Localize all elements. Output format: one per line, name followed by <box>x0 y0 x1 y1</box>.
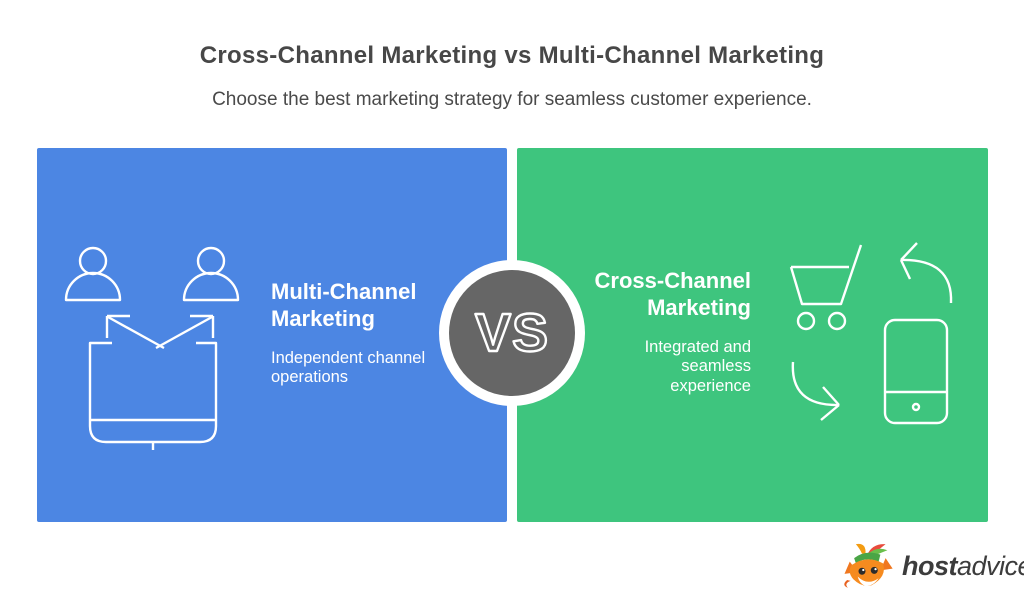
user-icon <box>182 246 240 302</box>
panel-multi-channel: Multi-Channel Marketing Independent chan… <box>37 148 507 522</box>
monitor-icon <box>88 341 218 450</box>
multi-channel-description: Independent channel operations <box>271 348 426 387</box>
sync-arrow-down-icon <box>791 361 840 421</box>
panel-cross-channel: Cross-Channel Marketing Integrated and s… <box>517 148 988 522</box>
cart-sync-phone-icon <box>789 242 953 425</box>
smartphone-icon <box>883 318 949 425</box>
page-subtitle: Choose the best marketing strategy for s… <box>212 89 812 110</box>
fox-mascot-icon <box>844 543 893 588</box>
hostadvice-logo: hostadvice. <box>841 541 1024 591</box>
user-icon <box>64 246 122 302</box>
vs-badge: VS <box>439 260 585 406</box>
vs-circle: VS <box>449 270 575 396</box>
users-broadcast-monitor-icon <box>64 246 240 450</box>
cross-channel-description: Integrated and seamless experience <box>644 337 751 396</box>
vs-text-outline: VS <box>474 302 549 364</box>
vs-label: VS <box>475 303 549 363</box>
brand-advice: advice. <box>957 550 1024 581</box>
page-title: Cross-Channel Marketing vs Multi-Channel… <box>199 42 825 69</box>
multi-channel-heading: Multi-Channel Marketing <box>271 279 417 331</box>
brand-host: host <box>902 550 958 581</box>
shopping-cart-icon <box>789 244 863 331</box>
arrow-up-left-icon <box>105 314 165 350</box>
brand-wordmark: hostadvice. <box>902 551 1024 582</box>
cross-channel-heading: Cross-Channel Marketing <box>594 268 751 320</box>
arrow-up-right-icon <box>155 314 215 350</box>
sync-arrow-up-icon <box>899 242 953 304</box>
